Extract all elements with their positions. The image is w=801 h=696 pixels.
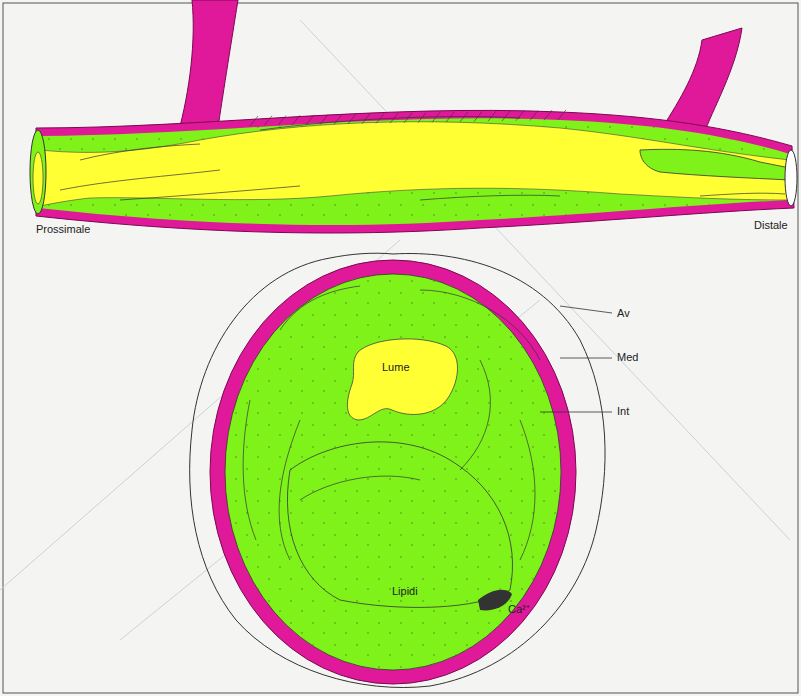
region-label: Distale <box>754 220 788 231</box>
hatch-stroke <box>362 114 370 124</box>
hatch-stroke <box>446 112 454 122</box>
hatch-stroke <box>502 111 510 121</box>
hatch-stroke <box>390 113 398 123</box>
hatch-stroke <box>558 110 566 120</box>
hatch-stroke <box>432 112 440 122</box>
hatch-stroke <box>320 115 328 125</box>
hatch-stroke <box>544 110 552 120</box>
hatch-stroke <box>460 112 468 122</box>
layer-label: Int <box>617 406 629 417</box>
lumen-label: Lume <box>382 362 410 373</box>
hatch-stroke <box>530 110 538 120</box>
layer-label: Med <box>617 352 638 363</box>
hatch-stroke <box>278 115 286 125</box>
hatch-stroke <box>418 113 426 123</box>
hatch-stroke <box>474 112 482 122</box>
hatch-stroke <box>376 113 384 123</box>
layer-label: Av <box>617 308 630 319</box>
hatch-stroke <box>516 111 524 121</box>
calcium-label: Ca²⁺ <box>508 604 530 615</box>
hatch-stroke <box>250 116 258 126</box>
hatch-stroke <box>488 111 496 121</box>
hatch-stroke <box>404 113 412 123</box>
lipid-label: Lipidi <box>392 586 418 597</box>
hatch-stroke <box>348 114 356 124</box>
hatch-stroke <box>264 116 272 126</box>
region-label: Prossimale <box>36 224 90 235</box>
hatch-stroke <box>306 115 314 125</box>
hatch-stroke <box>292 115 300 125</box>
hatch-stroke <box>334 114 342 124</box>
